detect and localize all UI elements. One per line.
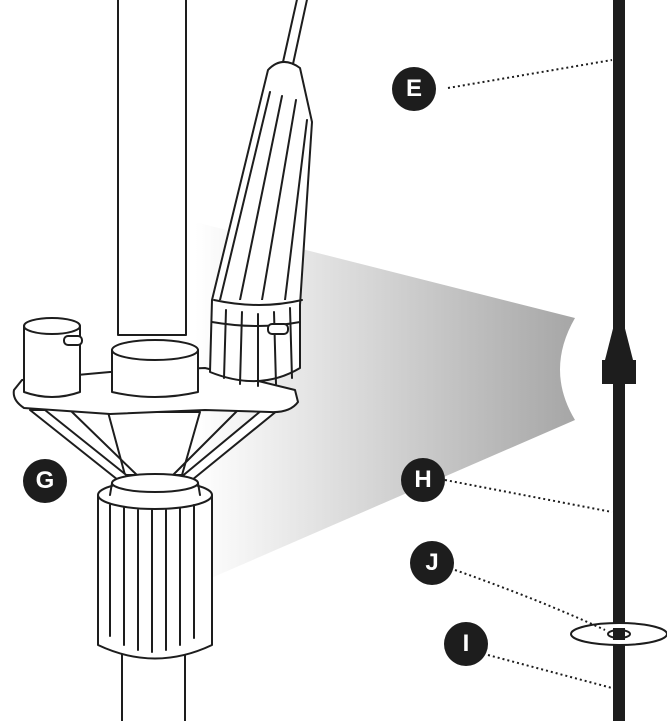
callout-e: E <box>392 67 436 111</box>
upper-tube <box>117 0 187 336</box>
cone <box>107 411 201 476</box>
knurled-grip <box>97 494 213 660</box>
callout-g: G <box>23 459 67 503</box>
detail-assembly <box>12 0 313 722</box>
thin-rod <box>282 0 308 65</box>
leader-e <box>447 59 613 89</box>
leader-lines <box>444 59 613 689</box>
leader-h <box>444 479 613 513</box>
leader-j <box>454 569 606 631</box>
callout-h: H <box>401 458 445 502</box>
main-pole <box>570 0 667 721</box>
direction-arrow <box>605 305 633 360</box>
fixture-pin <box>267 323 289 335</box>
callout-j: J <box>410 541 454 585</box>
tube-collar <box>111 349 199 398</box>
leader-i <box>487 654 613 689</box>
guide-block <box>602 360 636 384</box>
callout-i: I <box>444 622 488 666</box>
